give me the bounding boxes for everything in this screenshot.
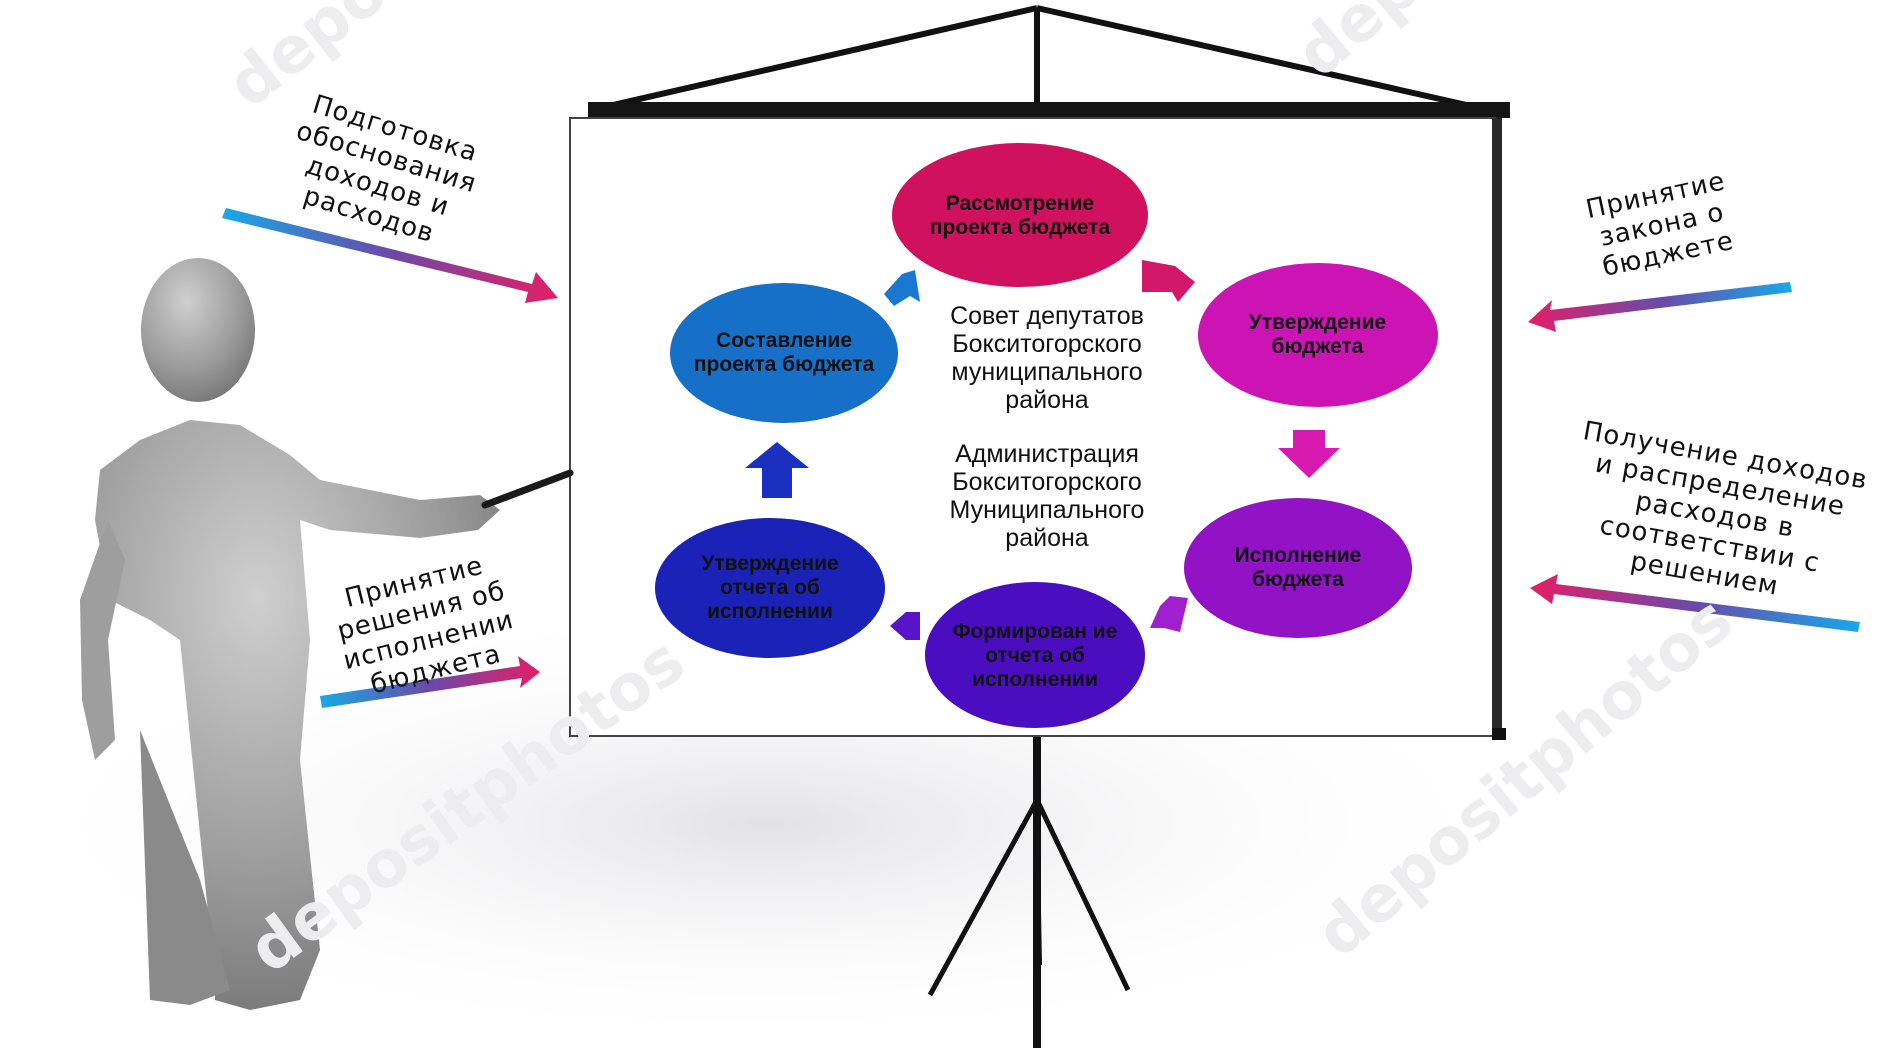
- presenter-figure: [80, 258, 574, 1010]
- node-compose-shape: [670, 283, 898, 423]
- screen-bottom-cap: [1492, 728, 1506, 740]
- node-execute-shape: [1184, 498, 1412, 638]
- center-council-text: Совет депутатов Бокситогорского муниципа…: [950, 302, 1144, 414]
- stand-top: [599, 5, 1481, 111]
- node-report-form-shape: [925, 582, 1145, 728]
- stand-legs: [927, 735, 1131, 1048]
- arrow-review-to-approve: [1142, 260, 1195, 302]
- arrow-law: [1528, 282, 1792, 332]
- arrow-report-form-to-report-approve: [890, 612, 920, 640]
- node-report-approve-label: Утверждение отчета об исполнении: [701, 552, 839, 623]
- arrow-prep: [222, 208, 558, 303]
- arrow-decision: [320, 656, 540, 708]
- screen-top-bar: [588, 102, 1510, 118]
- node-approve-label: Утверждение бюджета: [1248, 311, 1387, 358]
- node-report-approve-shape: [655, 518, 885, 658]
- node-execute-label: Исполнение бюджета: [1234, 544, 1362, 591]
- arrow-report-approve-to-compose: [745, 442, 809, 498]
- arrow-compose-to-review: [884, 270, 920, 306]
- arrow-approve-to-execute: [1278, 430, 1340, 478]
- node-review-shape: [892, 143, 1148, 287]
- node-compose-label: Составление проекта бюджета: [693, 329, 875, 376]
- arrow-income: [1530, 574, 1860, 632]
- screen-side-edge: [1492, 118, 1502, 736]
- node-report-form-label: Формирован ие отчета об исполнении: [952, 620, 1118, 691]
- node-review-label: Рассмотрение проекта бюджета: [929, 192, 1111, 239]
- node-approve-shape: [1198, 263, 1438, 407]
- arrow-execute-to-report-form: [1150, 596, 1188, 632]
- center-administration-text: Администрация Бокситогорского Муниципаль…: [949, 440, 1145, 552]
